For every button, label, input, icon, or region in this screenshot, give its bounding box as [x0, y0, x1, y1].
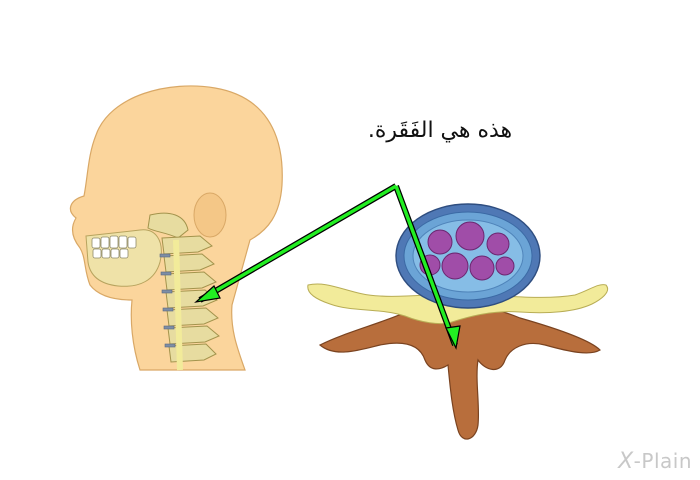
head-neck-illustration [69, 85, 283, 371]
pointer-arrow [194, 183, 461, 350]
teeth [91, 235, 137, 259]
arrowhead-neck [194, 285, 221, 303]
vertebra-bone [318, 299, 601, 440]
ear [193, 192, 227, 238]
logo-mark: X [618, 449, 634, 474]
caption-text: هذه هي الفَقَرة. [367, 118, 513, 143]
xplain-logo: X-Plain [618, 449, 692, 474]
arrowhead-vertebra [445, 325, 461, 350]
logo-text: -Plain [633, 449, 692, 473]
vertebra-cross-section-illustration [307, 203, 608, 440]
cervical-spine [147, 212, 220, 371]
